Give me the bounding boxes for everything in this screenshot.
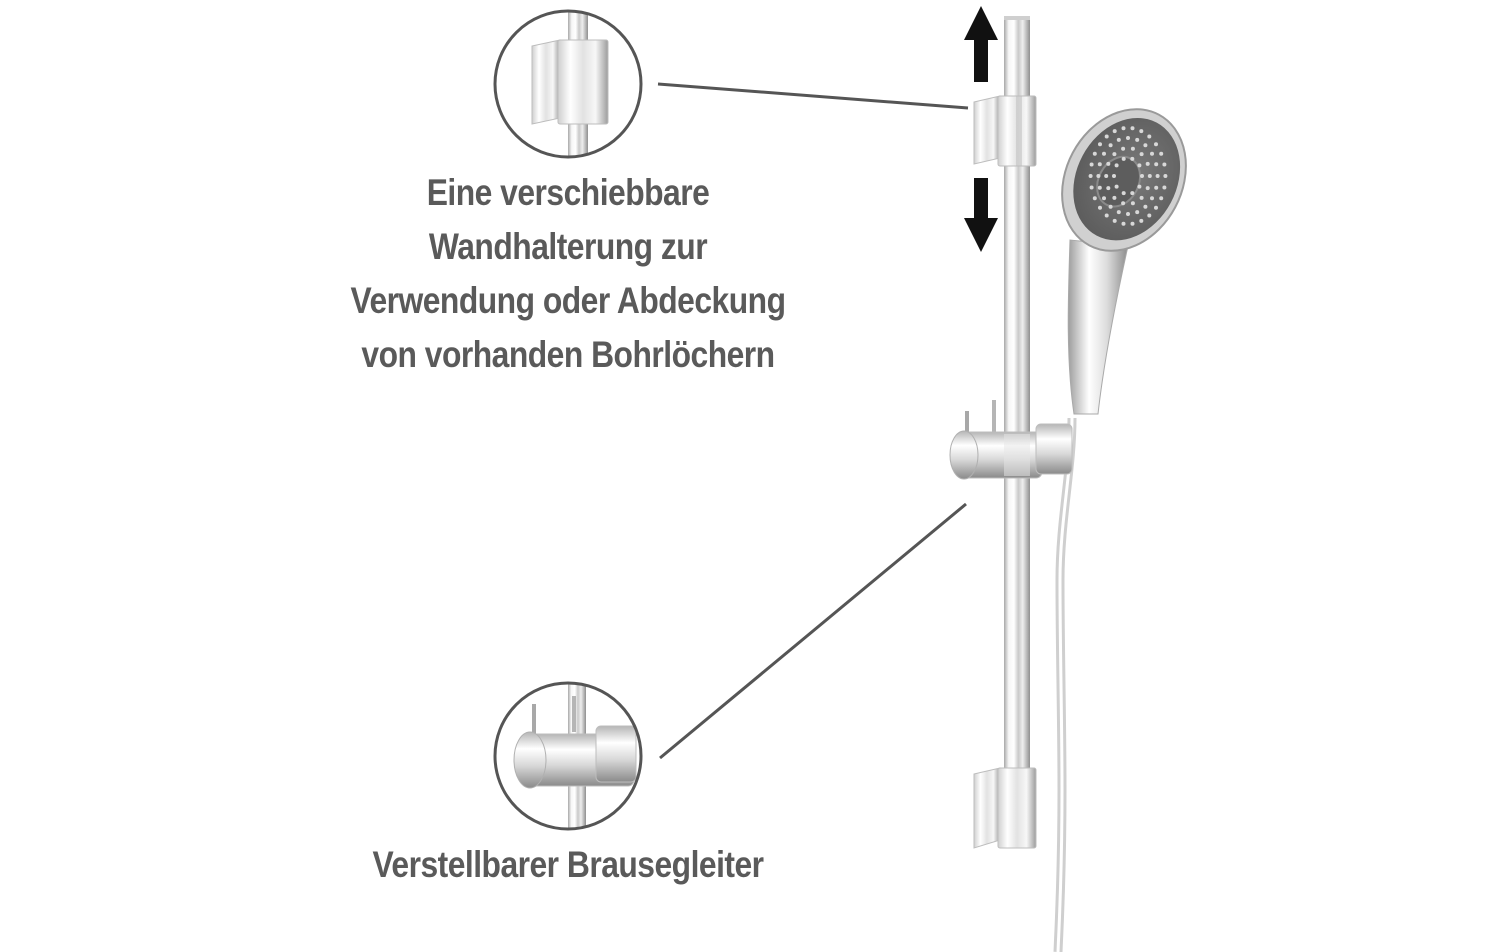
nozzle-dot <box>1121 201 1126 206</box>
nozzle-dot <box>1137 163 1142 168</box>
nozzle-dot <box>1163 174 1168 178</box>
nozzle-dot <box>1102 196 1106 201</box>
nozzle-dot <box>1137 184 1142 189</box>
nozzle-dot <box>1098 142 1102 147</box>
shower-nozzles <box>1088 126 1168 226</box>
nozzle-dot <box>1147 134 1152 139</box>
nozzle-dot <box>1098 205 1102 210</box>
nozzle-dot <box>1121 156 1126 161</box>
nozzle-dot <box>1092 151 1097 156</box>
nozzle-dot <box>1112 218 1117 223</box>
nozzle-dot <box>1121 126 1126 131</box>
nozzle-dot <box>1106 161 1111 166</box>
nozzle-dot <box>1159 196 1164 201</box>
nozzle-dot <box>1112 129 1117 134</box>
nozzle-dot <box>1130 221 1135 226</box>
nozzle-dot <box>1143 143 1148 148</box>
nozzle-dot <box>1143 204 1148 209</box>
nozzle-dot <box>1139 195 1144 200</box>
nozzle-dot <box>1126 136 1130 140</box>
nozzle-dot <box>1116 210 1121 215</box>
caption-line: Eine verschiebbare <box>426 172 710 213</box>
nozzle-dot <box>1139 152 1144 157</box>
hand-shower <box>1061 108 1187 415</box>
nozzle-dot <box>1104 174 1109 178</box>
nozzle-dot <box>1104 134 1109 139</box>
nozzle-dot <box>1130 126 1135 131</box>
nozzle-dot <box>1106 186 1111 191</box>
nozzle-dot <box>1139 218 1144 223</box>
nozzle-dot <box>1154 142 1158 147</box>
caption-line: Verwendung oder Abdeckung <box>350 280 787 321</box>
nozzle-dot <box>1139 129 1144 134</box>
nozzle-dot <box>1140 174 1144 178</box>
detail-circle-slider <box>493 681 643 831</box>
nozzle-dot <box>1130 191 1135 196</box>
nozzle-dot <box>1096 174 1101 178</box>
bottom-wall-bracket <box>973 767 1037 849</box>
nozzle-dot <box>1162 162 1167 167</box>
nozzle-dot <box>1135 210 1140 215</box>
nozzle-dot <box>1147 213 1152 218</box>
nozzle-dot <box>1112 152 1117 157</box>
arrow-down-icon <box>964 178 998 252</box>
nozzle-dot <box>1162 185 1167 190</box>
caption-line: Verstellbarer Brausegleiter <box>372 844 764 885</box>
nozzle-dot <box>1145 186 1150 191</box>
sliding-wall-bracket <box>973 95 1037 167</box>
caption-line: von vorhanden Bohrlöchern <box>361 334 775 375</box>
nozzle-dot <box>1155 174 1160 178</box>
nozzle-dot <box>1150 196 1154 201</box>
detail-circle-bracket <box>493 9 643 159</box>
leader-line-slider <box>659 502 967 760</box>
nozzle-dot <box>1092 196 1097 201</box>
nozzle-dot <box>1121 146 1126 151</box>
nozzle-dot <box>1147 174 1152 178</box>
nozzle-dot <box>1154 205 1158 210</box>
nozzle-dot <box>1097 162 1102 167</box>
nozzle-dot <box>1089 185 1094 190</box>
nozzle-dot <box>1108 143 1113 148</box>
caption-line: Wandhalterung zur <box>428 226 708 267</box>
nozzle-dot <box>1121 191 1126 196</box>
nozzle-dot <box>1159 151 1164 156</box>
nozzle-dot <box>1088 174 1093 178</box>
nozzle-dot <box>1126 212 1130 216</box>
nozzle-dot <box>1145 161 1150 166</box>
nozzle-dot <box>1130 146 1135 151</box>
nozzle-dot <box>1121 221 1126 226</box>
nozzle-dot <box>1130 201 1135 206</box>
nozzle-dot <box>1135 137 1140 142</box>
nozzle-dot <box>1116 137 1121 142</box>
nozzle-dot <box>1150 151 1154 156</box>
nozzle-dot <box>1130 156 1135 161</box>
nozzle-dot <box>1114 184 1119 189</box>
arrow-up-icon <box>964 6 998 82</box>
caption-wall-bracket: Eine verschiebbare Wandhalterung zur Ver… <box>310 166 826 382</box>
nozzle-dot <box>1104 213 1109 218</box>
nozzle-dot <box>1112 195 1117 200</box>
caption-slider: Verstellbarer Brausegleiter <box>310 838 826 892</box>
nozzle-dot <box>1102 151 1106 156</box>
nozzle-dot <box>1108 204 1113 209</box>
leader-line-bracket <box>657 82 969 110</box>
nozzle-dot <box>1112 174 1116 178</box>
nozzle-dot <box>1097 185 1102 190</box>
nozzle-dot <box>1154 162 1159 167</box>
nozzle-dot <box>1089 162 1094 167</box>
nozzle-dot <box>1114 163 1119 168</box>
shower-slider <box>949 400 1073 480</box>
nozzle-dot <box>1154 185 1159 190</box>
